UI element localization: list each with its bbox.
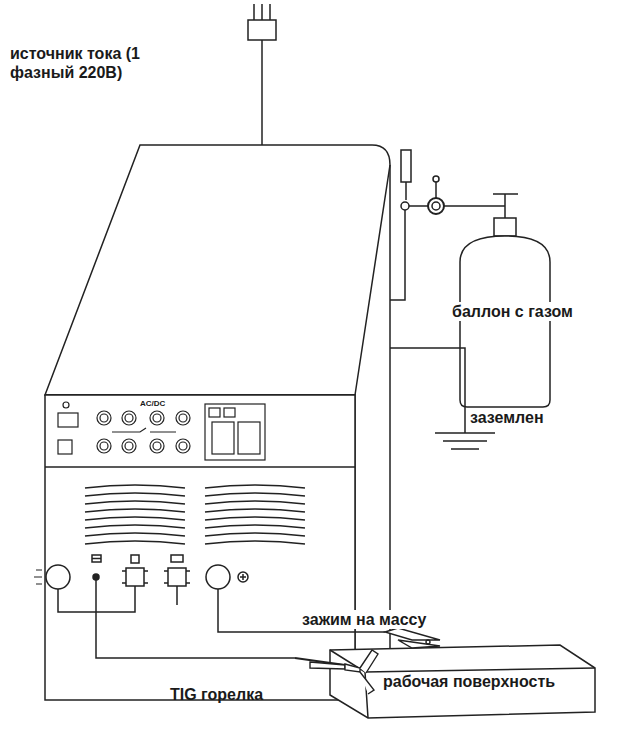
- vent-slat: [205, 501, 305, 504]
- vent-slat: [205, 525, 305, 528]
- cylinder-valve: [444, 206, 516, 236]
- plug: [248, 20, 276, 40]
- vent-slat: [85, 525, 185, 528]
- output-sockets: [34, 555, 248, 589]
- vent-slat: [205, 493, 305, 496]
- work-plate-edges: [330, 650, 595, 718]
- vent-slat: [85, 541, 185, 544]
- vent-slat: [85, 501, 185, 504]
- valve-handle: [493, 194, 518, 206]
- vent-slat: [205, 541, 305, 544]
- control-panel: [58, 402, 265, 460]
- mode-label: AC/DC: [140, 399, 165, 408]
- gas-cylinder-label-box: баллон с газом: [452, 302, 573, 321]
- plug-pins: [254, 4, 270, 20]
- vent-slat: [205, 485, 305, 488]
- node-text: рабочая поверхность: [383, 672, 555, 691]
- vent-slat: [85, 485, 185, 488]
- work-plate: [330, 645, 595, 718]
- housing-front: [45, 395, 355, 700]
- vent-grille: [85, 485, 305, 544]
- ground-wire: [390, 348, 465, 433]
- regulator-knob: [433, 176, 439, 182]
- control-cable: [58, 586, 177, 612]
- hose-joint: [401, 202, 409, 210]
- flowmeter-stem: [405, 182, 407, 200]
- node-text: баллон с газом: [452, 302, 573, 321]
- ground-clamp: [385, 628, 440, 648]
- clamp-label: зажим на массу: [300, 610, 428, 629]
- housing-edge: [45, 165, 390, 395]
- vent-slat: [205, 533, 305, 536]
- torch-cable: [96, 580, 295, 658]
- ground-label: заземлен: [470, 408, 544, 427]
- vent-slat: [85, 517, 185, 520]
- regulator-gauge: [432, 202, 440, 210]
- tig-torch: [295, 650, 378, 694]
- ground-symbol: [435, 433, 495, 449]
- gas-hose: [390, 206, 428, 300]
- regulator: [428, 198, 444, 214]
- torch-label: TIG горелка: [170, 685, 263, 704]
- vent-slat: [205, 517, 305, 520]
- vent-slat: [85, 509, 185, 512]
- flowmeter: [401, 150, 411, 182]
- work-surface-label-box: рабочая поверхность: [383, 672, 555, 691]
- panel-divider: [45, 466, 355, 468]
- power-cord: [261, 40, 263, 147]
- vent-slat: [85, 533, 185, 536]
- power-source-label: источник тока (1 фазный 220В): [10, 44, 180, 82]
- vent-slat: [205, 509, 305, 512]
- gas-cylinder: [460, 236, 550, 407]
- vent-slat: [85, 493, 185, 496]
- regulator-stem: [435, 182, 437, 198]
